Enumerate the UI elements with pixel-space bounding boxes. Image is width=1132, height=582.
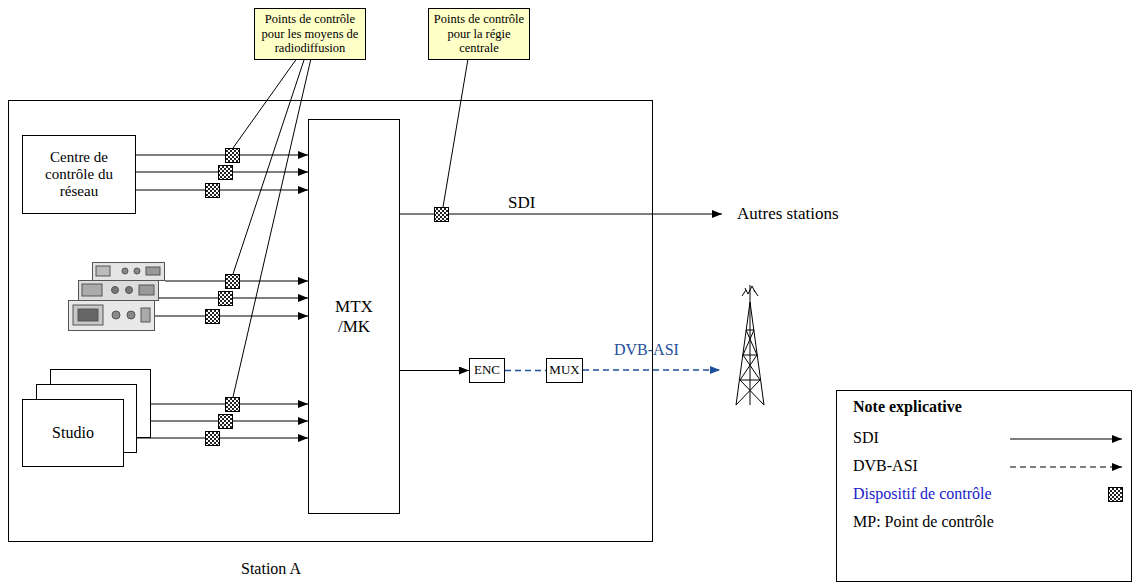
- legend-text: Dispositif de contrôle: [853, 485, 992, 503]
- legend-text: DVB-ASI: [853, 457, 918, 475]
- destination-label: Autres stations: [737, 204, 839, 224]
- node-text: MTX /MK: [326, 297, 382, 336]
- node-text: Points de contrôle pour la régie central…: [432, 12, 526, 55]
- dvb-asi-line: [583, 369, 720, 370]
- studio-box: Studio: [22, 399, 124, 467]
- multiplexer-box: MUX: [546, 358, 583, 383]
- signal-label: DVB-ASI: [614, 341, 679, 359]
- node-text: Points de contrôle pour les moyens de ra…: [258, 12, 362, 55]
- callout-box: Points de contrôle pour les moyens de ra…: [254, 8, 366, 60]
- sdi-connector: [124, 403, 308, 404]
- dvb-asi-connector: [505, 370, 546, 371]
- node-text: Studio: [52, 424, 94, 442]
- legend-text: SDI: [853, 429, 879, 447]
- process-box: Centre de contrôle du réseau: [22, 135, 136, 214]
- matrix-box: MTX /MK: [308, 119, 400, 514]
- equipment-illustration: [69, 263, 165, 331]
- node-text: Centre de contrôle du réseau: [28, 149, 130, 201]
- callout-box: Points de contrôle pour la régie central…: [428, 8, 530, 60]
- encoder-box: ENC: [469, 358, 505, 383]
- legend-samples: [1010, 439, 1123, 502]
- sdi-connector: [124, 420, 308, 421]
- legend-text: MP: Point de contrôle: [853, 513, 994, 531]
- station-frame: Station ACentre de contrôle du réseauMTX…: [8, 100, 653, 542]
- node-text: MUX: [549, 363, 579, 378]
- legend-title: Note explicative: [853, 398, 962, 416]
- sdi-connector: [136, 189, 308, 190]
- node-text: ENC: [474, 363, 500, 378]
- station-label: Station A: [241, 560, 301, 578]
- antenna-tower: [736, 285, 764, 405]
- sdi-connector: [136, 154, 308, 155]
- signal-label: SDI: [508, 193, 535, 213]
- sdi-connector: [400, 370, 469, 371]
